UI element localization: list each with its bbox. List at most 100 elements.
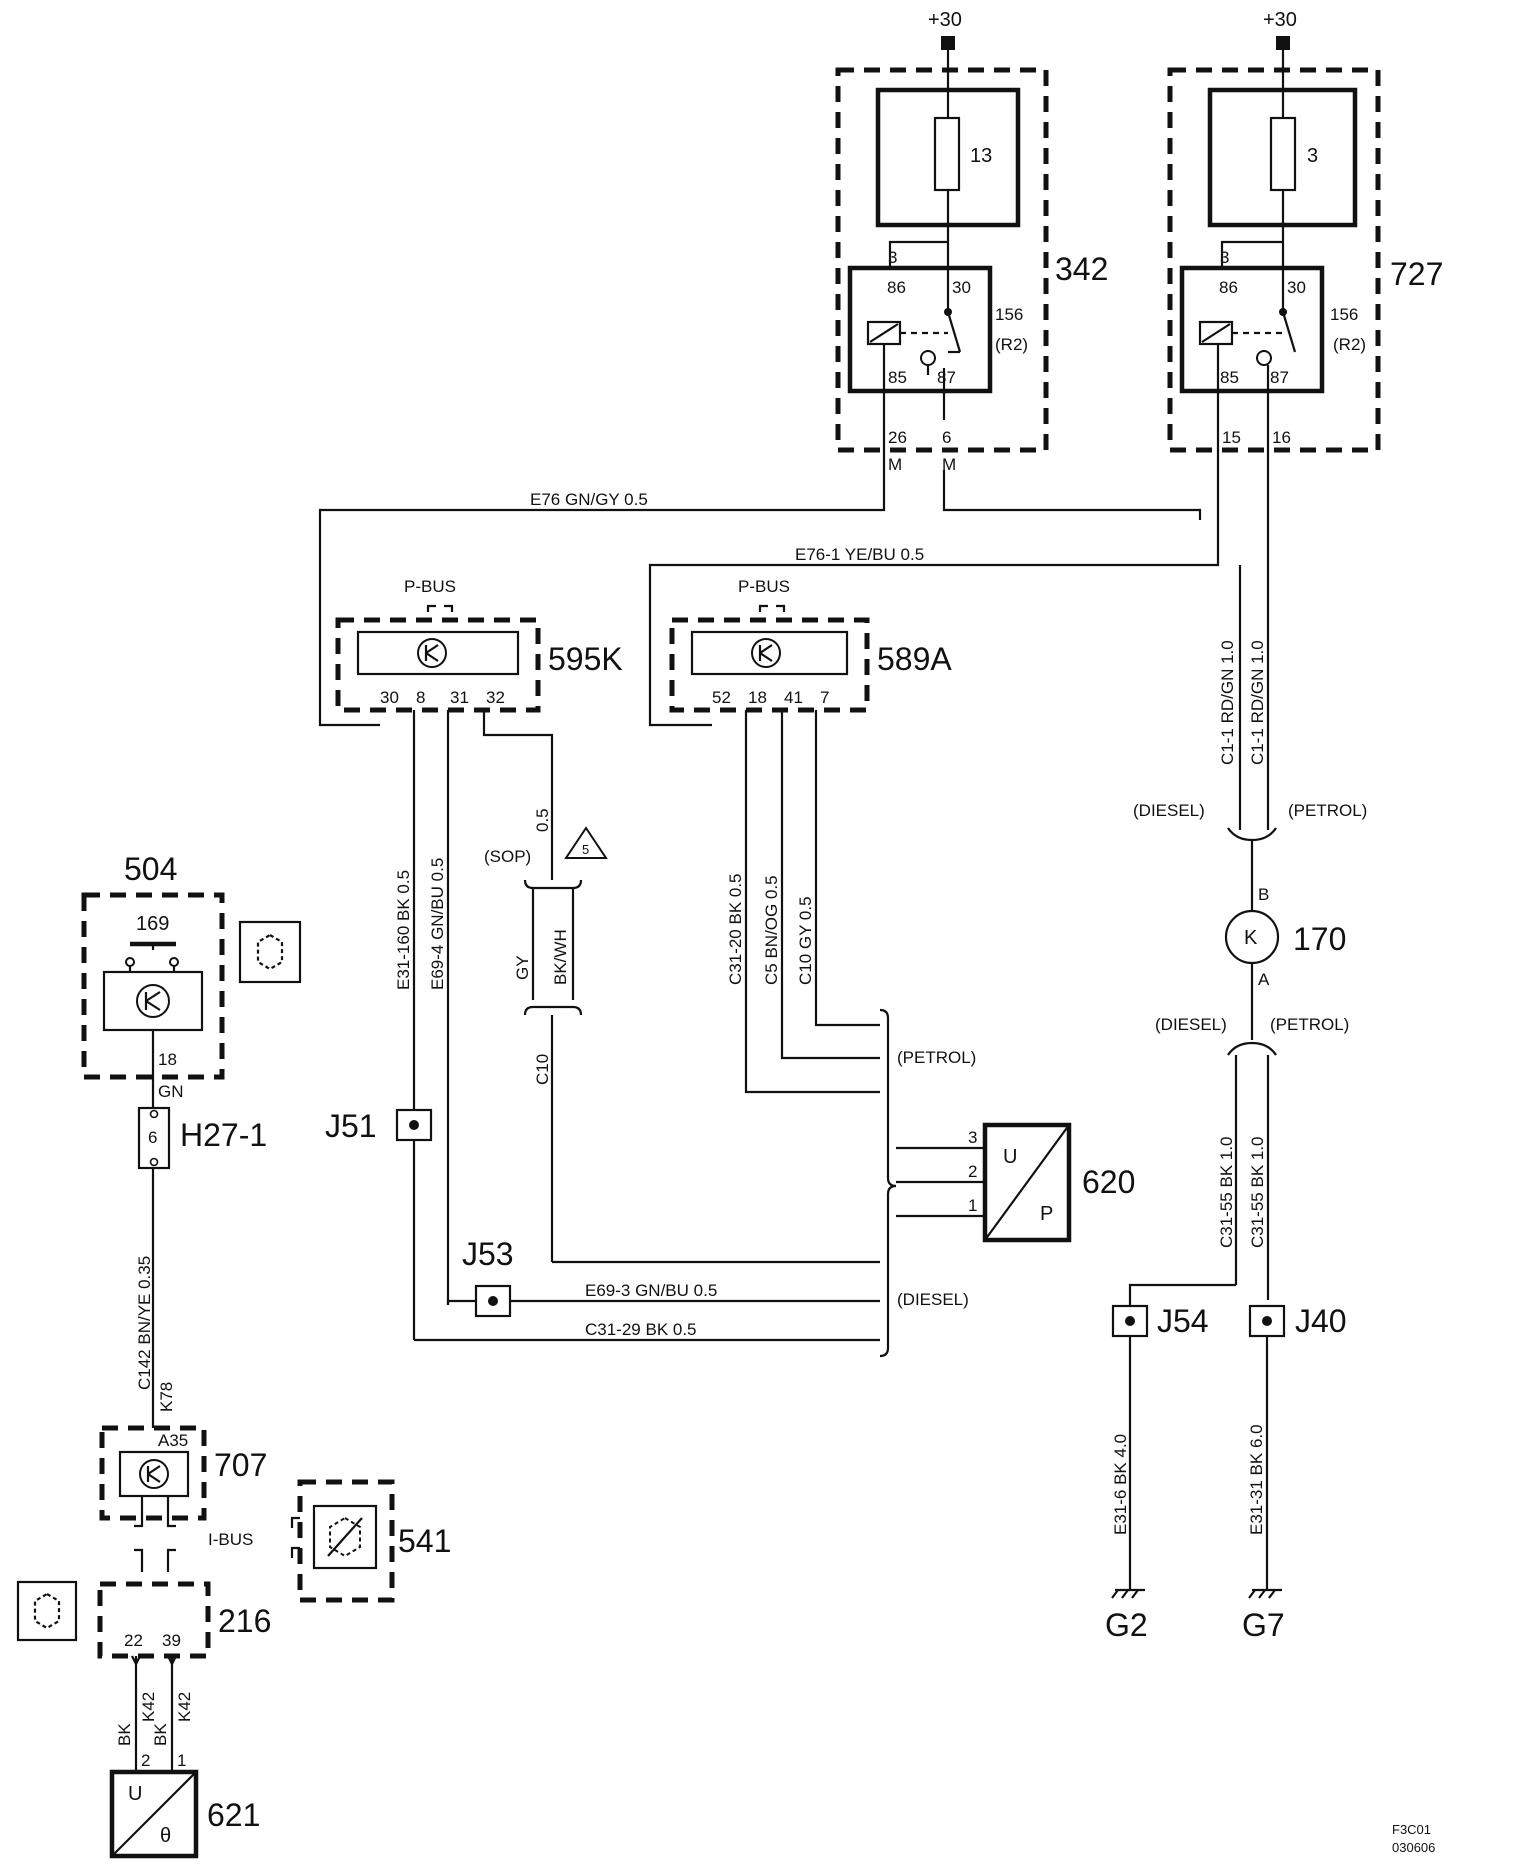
component-504-label: 504 (124, 851, 177, 887)
pin-727-3: 3 (1220, 248, 1229, 267)
pin-h27-6: 6 (148, 1128, 157, 1147)
snowflake-icon-216 (16, 1580, 78, 1642)
pin-727-b: 16 (1272, 428, 1291, 447)
bus-595k-label: P-BUS (404, 577, 456, 596)
wire-e76-label: E76 GN/GY 0.5 (530, 490, 648, 509)
component-620: U P 3 2 1 620 (968, 1122, 1135, 1243)
wire-k42b-label: K42 (175, 1692, 194, 1722)
fuse-727-label: 3 (1307, 145, 1318, 167)
component-216-label: 216 (218, 1603, 271, 1639)
wire-bk2-label: BK (151, 1723, 170, 1746)
supply-terminal-right (1276, 36, 1290, 50)
wire-e31160-label: E31-160 BK 0.5 (394, 870, 413, 990)
supply-label-left: +30 (928, 9, 962, 31)
m-342-b: M (942, 455, 956, 474)
junction-j54-label: J54 (1157, 1303, 1209, 1339)
component-595k-label: 595K (548, 641, 623, 677)
component-595k: P-BUS 30 8 31 32 595K (335, 577, 623, 713)
pin-727-a: 15 (1222, 428, 1241, 447)
wire-504-gn: GN (158, 1082, 184, 1101)
ground-g7-label: G7 (1242, 1607, 1285, 1643)
label-diesel-620: (DIESEL) (897, 1290, 969, 1309)
sensor-621-u: U (128, 1783, 142, 1805)
bus-589a-label: P-BUS (738, 577, 790, 596)
component-541-label: 541 (398, 1523, 451, 1559)
label-sop: (SOP) (484, 847, 531, 866)
pin-727-30: 30 (1287, 278, 1306, 297)
wire-k78-label: K78 (157, 1382, 176, 1412)
pin-342-a: 26 (888, 428, 907, 447)
component-504: 169 18 (81, 892, 225, 1080)
snowflake-icon-504 (238, 920, 302, 984)
pin-589a-41: 41 (784, 688, 803, 707)
junction-j51-label: J51 (325, 1108, 377, 1144)
pin-589a-52: 52 (712, 688, 731, 707)
pin-504-18: 18 (158, 1050, 177, 1069)
wire-c10gy-label: C10 GY 0.5 (796, 896, 815, 985)
component-216: 22 39 216 (97, 1581, 271, 1659)
wire-gy-label: GY (513, 955, 532, 980)
label-petrol-170-top: (PETROL) (1288, 801, 1367, 820)
component-727-label: 727 (1390, 256, 1443, 292)
label-petrol-620: (PETROL) (897, 1048, 976, 1067)
switch-504-label: 169 (136, 913, 169, 935)
connector-h27-1: 6 H27-1 (137, 1106, 267, 1170)
pin-620-2: 2 (968, 1162, 977, 1181)
pin-342-30: 30 (952, 278, 971, 297)
pin-342-3: 3 (888, 248, 897, 267)
relay-727-sub: (R2) (1333, 335, 1366, 354)
component-170: B K 170 A (1224, 885, 1346, 989)
supply-terminal-left (941, 36, 955, 50)
wire-c3155b-label: C31-55 BK 1.0 (1248, 1136, 1267, 1248)
component-589a: P-BUS 52 18 41 7 589A (669, 577, 952, 713)
warning-triangle-5: 5 (582, 842, 589, 857)
pin-707-a35: A35 (158, 1431, 188, 1450)
pin-595k-32: 32 (486, 688, 505, 707)
component-727: 3 3 86 30 85 87 156 (R2) 15 16 727 (1167, 67, 1443, 830)
label-petrol-170-bot: (PETROL) (1270, 1015, 1349, 1034)
wire-c10-label: C10 (533, 1054, 552, 1085)
pin-595k-31: 31 (450, 688, 469, 707)
pin-170-a: A (1258, 970, 1270, 989)
ground-g7 (1248, 1588, 1282, 1599)
pin-620-1: 1 (968, 1196, 977, 1215)
component-621-label: 621 (207, 1797, 260, 1833)
pin-589a-7: 7 (820, 688, 829, 707)
pin-342-87: 87 (937, 368, 956, 387)
footer-date: 030606 (1392, 1840, 1435, 1855)
component-170-label: 170 (1293, 921, 1346, 957)
wire-c3129-label: C31-29 BK 0.5 (585, 1320, 697, 1339)
component-707-label: 707 (214, 1447, 267, 1483)
pin-727-87: 87 (1270, 368, 1289, 387)
wire-c142-label: C142 BN/YE 0.35 (135, 1256, 154, 1390)
relay-727-label: 156 (1330, 305, 1358, 324)
component-342-label: 342 (1055, 251, 1108, 287)
pin-170-b: B (1258, 885, 1269, 904)
pin-342-b: 6 (942, 428, 951, 447)
bus-i-label: I-BUS (208, 1530, 253, 1549)
ground-g2-label: G2 (1105, 1607, 1148, 1643)
pin-727-86: 86 (1219, 278, 1238, 297)
pin-342-86: 86 (887, 278, 906, 297)
pin-595k-30: 30 (380, 688, 399, 707)
m-342-a: M (888, 455, 902, 474)
component-589a-label: 589A (877, 641, 952, 677)
component-707: A35 707 (99, 1425, 267, 1528)
relay-342-label: 156 (995, 305, 1023, 324)
wire-k42a-label: K42 (139, 1692, 158, 1722)
wire-e3131-label: E31-31 BK 6.0 (1247, 1424, 1266, 1535)
pin-621-1: 1 (177, 1751, 186, 1770)
junction-j51 (395, 1108, 433, 1142)
component-541: 541 (290, 1479, 451, 1603)
pin-620-3: 3 (968, 1128, 977, 1147)
relay-342-sub: (R2) (995, 335, 1028, 354)
sensor-621-theta: θ (160, 1825, 171, 1847)
supply-label-right: +30 (1263, 9, 1297, 31)
sensor-620-p: P (1040, 1203, 1053, 1225)
component-620-label: 620 (1082, 1164, 1135, 1200)
label-diesel-170-top: (DIESEL) (1133, 801, 1205, 820)
wire-c5-label: C5 BN/OG 0.5 (762, 875, 781, 985)
pin-216-39: 39 (162, 1631, 181, 1650)
wire-c3155a-label: C31-55 BK 1.0 (1217, 1136, 1236, 1248)
component-621: 2 1 U θ 621 (109, 1751, 260, 1859)
